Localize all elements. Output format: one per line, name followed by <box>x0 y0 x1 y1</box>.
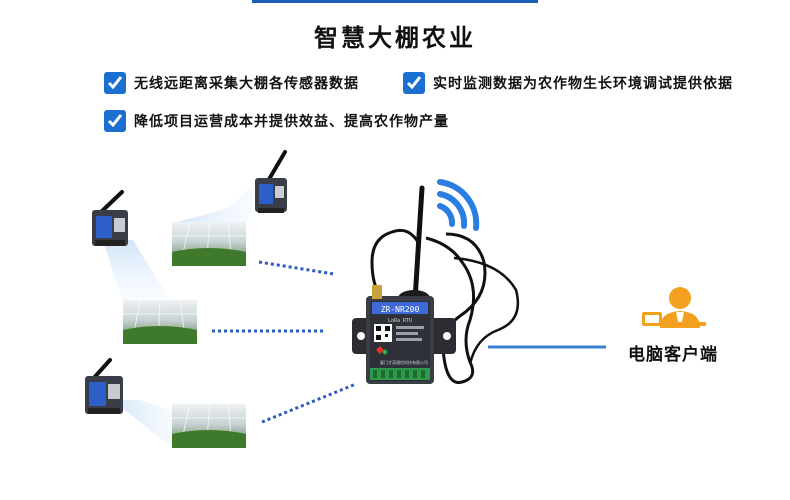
dotted-link <box>258 260 335 276</box>
user-computer-icon <box>642 287 706 328</box>
gateway-device: ZR-NR200 LoRa RTU 厦门才茂通信科技有限公司 <box>352 285 456 384</box>
sensor-node <box>85 358 123 414</box>
gateway-company: 厦门才茂通信科技有限公司 <box>380 359 428 365</box>
signal-beam <box>178 183 256 222</box>
greenhouse-photo <box>172 403 246 449</box>
wifi-signal-icon <box>437 179 480 231</box>
greenhouse-photo <box>172 221 246 267</box>
signal-beam <box>112 400 178 446</box>
signal-beam <box>103 240 170 300</box>
sensor-node <box>255 150 287 213</box>
client-label: 电脑客户端 <box>628 345 718 365</box>
gateway-sub: LoRa RTU <box>388 318 412 324</box>
gateway-model: ZR-NR200 <box>381 305 420 314</box>
bullet-item: 实时监测数据为农作物生长环境调试提供依据 <box>403 70 733 96</box>
sensor-node <box>92 190 128 246</box>
antenna-icon <box>98 190 124 215</box>
bullet-text: 无线远距离采集大棚各传感器数据 <box>134 76 359 92</box>
antenna-icon <box>266 150 287 183</box>
check-icon <box>104 110 126 132</box>
bullet-text: 降低项目运营成本并提供效益、提高农作物产量 <box>134 114 449 130</box>
bullet-item: 降低项目运营成本并提供效益、提高农作物产量 <box>104 108 449 134</box>
dotted-link <box>261 382 357 424</box>
check-icon <box>104 72 126 94</box>
bullet-text: 实时监测数据为农作物生长环境调试提供依据 <box>433 76 733 92</box>
top-accent-bar <box>252 0 538 3</box>
bullet-item: 无线远距离采集大棚各传感器数据 <box>104 70 359 96</box>
antenna-icon <box>412 185 425 303</box>
check-icon <box>403 72 425 94</box>
greenhouse-photo <box>123 299 197 345</box>
page-title: 智慧大棚农业 <box>314 24 476 52</box>
